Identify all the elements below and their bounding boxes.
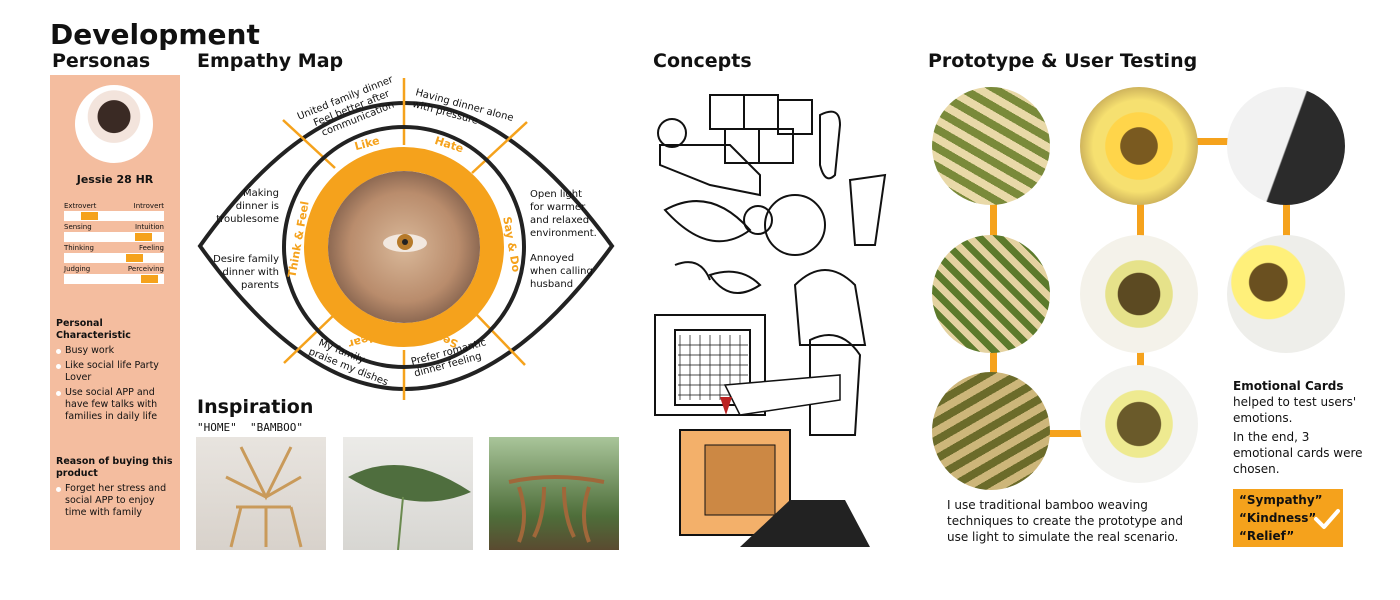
- prototype-photo-weave: [932, 87, 1050, 205]
- trait-labels: Thinking Feeling: [64, 244, 164, 252]
- chosen-card: “Sympathy”: [1239, 493, 1323, 507]
- trait-labels: Extrovert Introvert: [64, 202, 164, 210]
- think-line: Desire family: [213, 254, 279, 265]
- prototype-photo-lit: [1080, 87, 1198, 205]
- characteristic-item: Busy work: [56, 345, 178, 357]
- trait-marker: [141, 275, 159, 283]
- characteristic-item: Like social life Party Lover: [56, 360, 178, 384]
- avatar: [75, 85, 153, 163]
- say-do-line: for warmer: [530, 202, 586, 213]
- think-line: parents: [241, 280, 279, 291]
- empathy-map: Like Hate Say & Do See Hear Think & Feel…: [197, 75, 615, 400]
- emotional-cards-photo: [1227, 235, 1345, 353]
- say-do-line: Open light: [530, 189, 582, 200]
- say-do-line: environment.: [530, 228, 597, 239]
- bamboo-stool-image: [489, 437, 619, 550]
- concepts-heading: Concepts: [653, 50, 752, 72]
- inspiration-keywords: "HOME" "BAMBOO": [197, 421, 303, 434]
- page-title: Development: [50, 18, 260, 51]
- prototype-caption: I use traditional bamboo weaving techniq…: [947, 498, 1184, 544]
- characteristic-heading: Personal Characteristic: [56, 318, 131, 341]
- user-testing-photo: [1227, 87, 1345, 205]
- trait-labels: Judging Perceiving: [64, 265, 164, 273]
- reason-item: Forget her stress and social APP to enjo…: [56, 483, 178, 519]
- say-do-line: husband: [530, 279, 573, 290]
- emotional-cards-text: Emotional Cards helped to test users' em…: [1233, 378, 1373, 477]
- emotional-cards-desc: helped to test users' emotions.: [1233, 395, 1357, 425]
- chosen-cards-box: “Sympathy” “Kindness” “Relief”: [1233, 489, 1343, 547]
- trait-labels: Sensing Intuition: [64, 223, 164, 231]
- think-line: dinner with: [223, 267, 279, 278]
- trait-left: Judging: [64, 265, 91, 273]
- concept-sketches: [654, 94, 887, 547]
- trait-marker: [80, 212, 98, 220]
- reasons: Reason of buying this product Forget her…: [56, 456, 178, 519]
- orange-ring: [304, 147, 504, 347]
- leaf-image: [343, 437, 473, 551]
- characteristic-item: Use social APP and have few talks with f…: [56, 387, 178, 423]
- say-do-line: and relaxed: [530, 215, 589, 226]
- inspiration-heading: Inspiration: [197, 396, 314, 418]
- prototype-photo-frame: [1080, 235, 1198, 353]
- characteristics: Personal Characteristic Busy work Like s…: [56, 318, 178, 423]
- connector: [1040, 430, 1100, 437]
- trait-left: Sensing: [64, 223, 92, 231]
- trait-marker: [134, 233, 152, 241]
- trait-left: Thinking: [64, 244, 94, 252]
- trait-right: Introvert: [133, 202, 164, 210]
- connector: [1190, 138, 1240, 145]
- persona-name: Jessie 28 HR: [76, 173, 154, 186]
- prototype-photo-frame-2: [1080, 365, 1198, 483]
- chosen-card: “Relief”: [1239, 529, 1295, 543]
- label-like: Like: [353, 134, 381, 153]
- empathy-heading: Empathy Map: [197, 50, 344, 72]
- trait-bar: [64, 211, 164, 221]
- personas-heading: Personas: [52, 50, 151, 72]
- trait-bar: [64, 274, 164, 284]
- trait-left: Extrovert: [64, 202, 97, 210]
- say-do-line: Annoyed: [530, 253, 574, 264]
- trait-right: Intuition: [134, 223, 164, 231]
- bamboo-chair-image: [196, 437, 326, 550]
- say-do-line: when calling: [530, 266, 593, 277]
- trait-bar: [64, 253, 164, 263]
- inner-ring: [282, 125, 526, 369]
- think-line: troublesome: [216, 214, 279, 225]
- trait-right: Feeling: [138, 244, 164, 252]
- chosen-card: “Kindness”: [1239, 511, 1317, 525]
- think-line: Making: [243, 188, 279, 199]
- trait-right: Perceiving: [127, 265, 164, 273]
- emotional-cards-heading: Emotional Cards: [1233, 379, 1344, 393]
- checkmark-icon: [1314, 509, 1340, 529]
- prototype-photo-weave-3: [932, 372, 1050, 490]
- trait-marker: [126, 254, 144, 262]
- prototype-photo-weave-2: [932, 235, 1050, 353]
- trait-bar: [64, 232, 164, 242]
- emotional-cards-result: In the end, 3 emotional cards were chose…: [1233, 430, 1363, 476]
- prototype-heading: Prototype & User Testing: [928, 50, 1198, 72]
- connector: [1283, 190, 1290, 250]
- reason-heading: Reason of buying this product: [56, 456, 173, 479]
- think-line: dinner is: [236, 201, 279, 212]
